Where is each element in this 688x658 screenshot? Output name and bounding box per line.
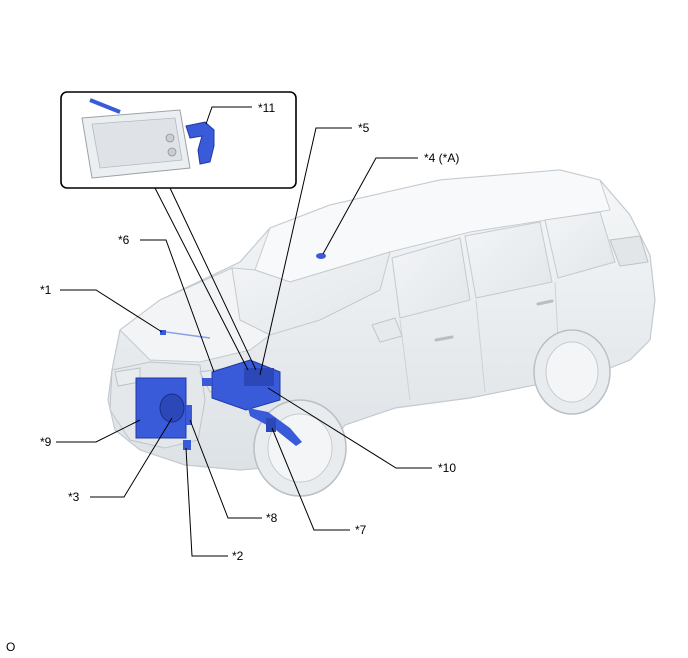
callout-9: *9 [40, 435, 52, 449]
roof-sensor-component [316, 253, 326, 259]
callout-4: *4 (*A) [424, 151, 459, 165]
connector-component [202, 378, 212, 386]
bracket-component [186, 405, 192, 425]
footer-code: O [6, 640, 16, 654]
hood-sensor-component [160, 330, 166, 335]
sensor-component [183, 440, 191, 450]
callout-6: *6 [118, 233, 130, 247]
callout-5: *5 [358, 121, 370, 135]
callout-3: *3 [68, 490, 80, 504]
callout-2: *2 [232, 549, 244, 563]
callout-10: *10 [438, 461, 456, 475]
motor-mount-component [266, 418, 276, 432]
highlighted-components [135, 253, 326, 450]
fan-motor-component [159, 393, 185, 423]
callout-labels: *11 *5 *4 (*A) *6 *1 *9 *10 *3 *8 *7 *2 [40, 101, 459, 563]
callout-11: *11 [258, 101, 275, 115]
leader-lines [56, 106, 432, 557]
inverter-cover-component [244, 368, 274, 386]
callout-8: *8 [266, 511, 278, 525]
callout-1: *1 [40, 283, 52, 297]
callout-7: *7 [355, 523, 367, 537]
hose-component [185, 121, 215, 165]
inset-detail [60, 91, 297, 189]
